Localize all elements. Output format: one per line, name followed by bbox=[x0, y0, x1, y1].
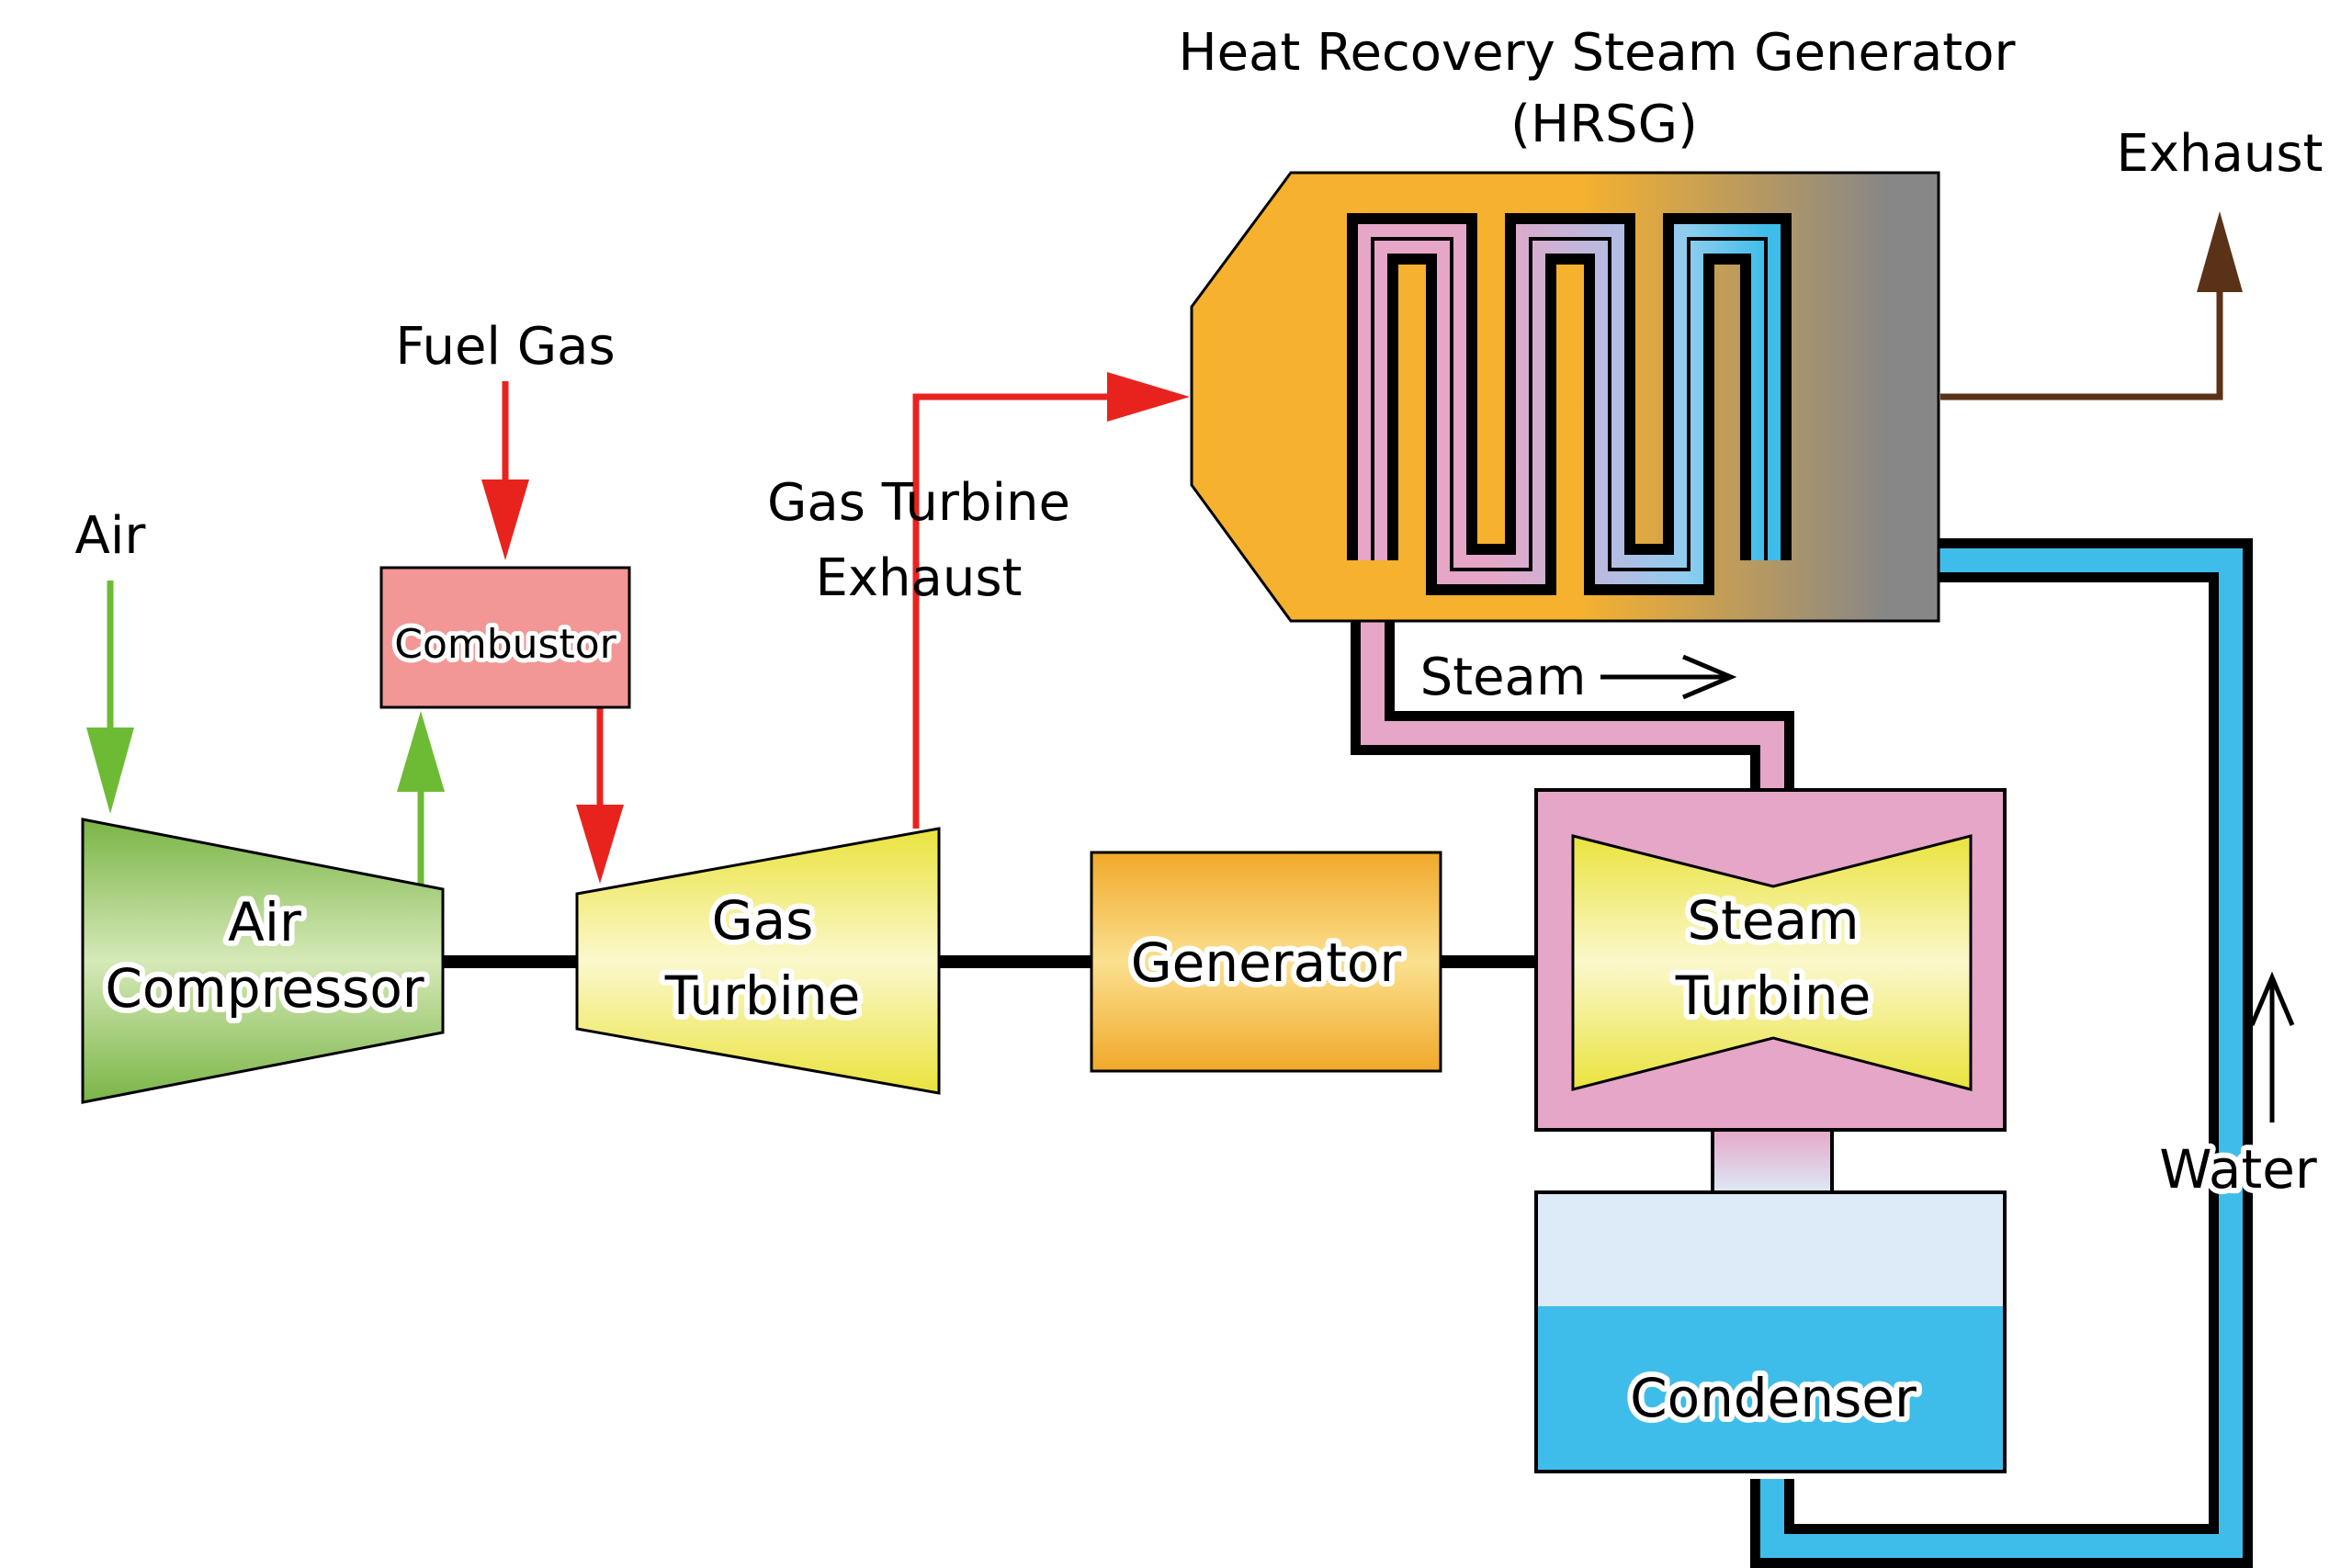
condenser bbox=[1534, 1128, 2007, 1473]
water-direction-arrow bbox=[2249, 971, 2295, 1122]
air-compressor bbox=[81, 818, 445, 1104]
water-label: Water bbox=[2159, 1138, 2317, 1201]
steam-turbine-rotor bbox=[1571, 834, 1973, 1091]
generator-label: Generator bbox=[1131, 931, 1402, 994]
fuel-gas-arrow bbox=[481, 381, 529, 560]
exhaust-label: Exhaust bbox=[2117, 124, 2324, 184]
hrsg-title-line1: Heat Recovery Steam Generator bbox=[1178, 23, 2016, 83]
gas-turbine-label-line2: Turbine bbox=[664, 964, 861, 1027]
combustor-label: Combustor bbox=[394, 621, 616, 668]
hrsg bbox=[1190, 171, 1940, 623]
steam-direction-arrow bbox=[1600, 654, 1737, 700]
air-inlet-arrow bbox=[86, 581, 134, 814]
generator bbox=[1090, 851, 1442, 1073]
air-label: Air bbox=[75, 506, 147, 566]
hrsg-title-line2: (HRSG) bbox=[1510, 95, 1698, 154]
steam-label: Steam bbox=[1420, 648, 1587, 707]
steam-turbine bbox=[1534, 788, 2007, 1132]
gt-exhaust-label-line1: Gas Turbine bbox=[767, 473, 1070, 533]
steam-turbine-label-line2: Turbine bbox=[1675, 964, 1871, 1027]
air-compressor-label-line2: Compressor bbox=[105, 957, 424, 1020]
fuel-gas-label: Fuel Gas bbox=[395, 317, 615, 377]
water-pipe bbox=[1750, 538, 2253, 1568]
condenser-label: Condenser bbox=[1630, 1367, 1917, 1429]
hrsg-exhaust-arrow bbox=[1940, 211, 2243, 400]
combustor-to-turbine-arrow bbox=[576, 707, 624, 884]
steam-pipe bbox=[1351, 560, 1794, 799]
steam-turbine-label-line1: Steam bbox=[1687, 889, 1859, 952]
air-compressor-label-line1: Air bbox=[228, 891, 301, 953]
gas-turbine-label-line1: Gas bbox=[712, 889, 814, 952]
combustor bbox=[379, 566, 631, 709]
gt-exhaust-label-line2: Exhaust bbox=[816, 548, 1023, 608]
gas-turbine bbox=[575, 827, 941, 1095]
condenser-neck bbox=[1713, 1128, 1832, 1194]
gt-exhaust-arrow bbox=[912, 372, 1190, 829]
condenser-box bbox=[1534, 1190, 2007, 1473]
compressor-to-combustor-arrow bbox=[397, 711, 445, 889]
